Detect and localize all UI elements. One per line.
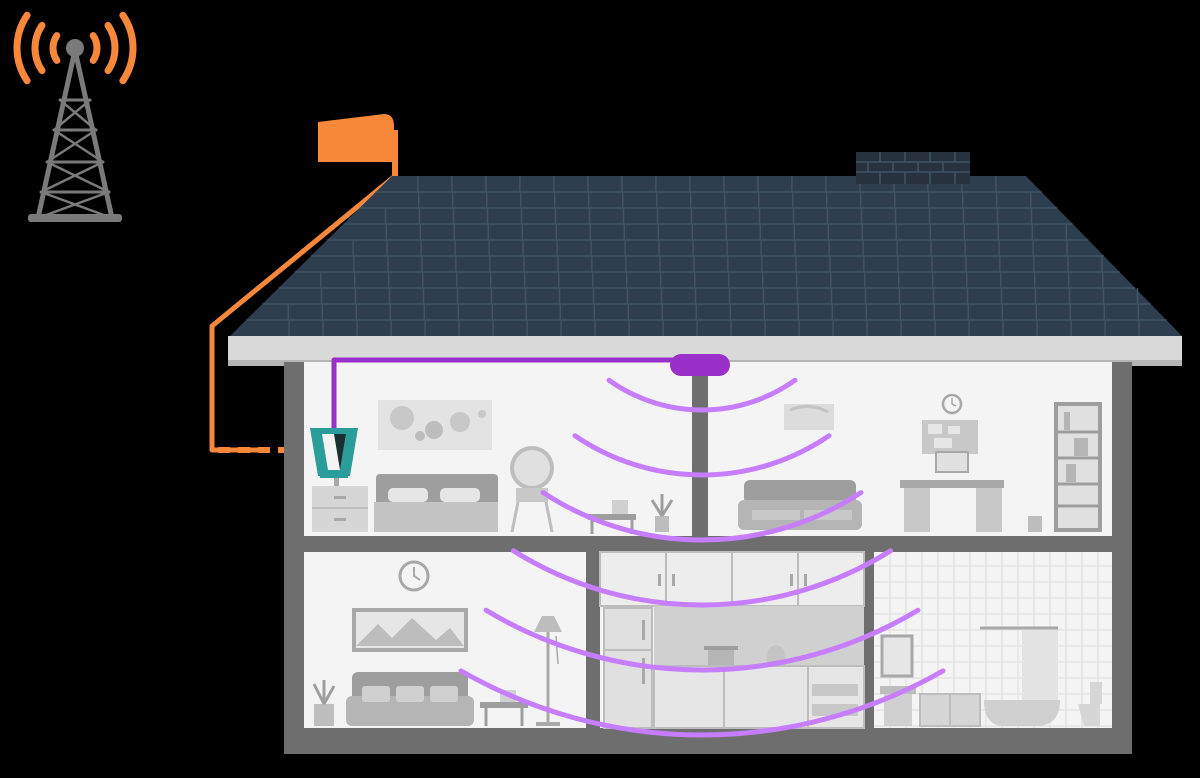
indoor-cable <box>331 357 690 430</box>
cell-tower-icon <box>13 11 137 222</box>
tower-wave-left <box>31 21 46 75</box>
couch <box>346 672 474 726</box>
support-pole <box>696 372 708 536</box>
wall-clock-living <box>398 560 430 592</box>
roof-tiles <box>246 176 1167 336</box>
tower-wave-left <box>13 11 31 85</box>
tower-structure <box>35 47 115 221</box>
waste-bin <box>1028 516 1042 532</box>
sink <box>880 686 916 694</box>
tower-signal-waves <box>13 11 137 85</box>
outdoor-antenna-icon <box>318 114 398 176</box>
side-table <box>588 500 636 534</box>
landscape-painting <box>352 608 468 652</box>
tower-wave-right <box>89 32 101 64</box>
signal-wave-arc <box>540 490 864 543</box>
bookshelf <box>1054 402 1102 532</box>
bathroom-mirror <box>880 634 914 678</box>
indoor-dome-antenna-icon <box>670 354 730 376</box>
bed <box>374 502 498 532</box>
tower-wave-right <box>119 11 137 85</box>
backsplash <box>654 606 864 666</box>
wall-clock-office <box>941 393 963 415</box>
signal-wave-arc <box>483 607 921 673</box>
living-room-furniture <box>312 560 562 726</box>
outdoor-cable <box>209 174 397 453</box>
bathtub <box>984 700 1060 726</box>
indoor-signal-waves <box>458 377 946 738</box>
signal-wave-arc <box>510 548 894 608</box>
pot <box>708 648 734 666</box>
signal-booster-icon <box>310 428 358 478</box>
bedroom-furniture <box>312 400 674 534</box>
tower-top <box>66 39 84 57</box>
tower-wave-right <box>104 21 119 75</box>
toilet <box>1078 704 1100 726</box>
flag-picture <box>784 404 834 430</box>
plant <box>650 494 674 532</box>
vanity-mirror <box>510 446 554 533</box>
desk <box>900 480 1004 488</box>
monitor <box>935 451 969 473</box>
roof <box>228 176 1182 366</box>
signal-wave-arc <box>458 668 946 738</box>
shower-curtain <box>1022 630 1058 700</box>
bathroom-furniture <box>874 552 1112 728</box>
signal-wave-arc <box>572 433 832 478</box>
kitchen-furniture <box>599 551 865 729</box>
potted-plant <box>312 680 336 726</box>
tower-base <box>28 214 122 222</box>
chimney <box>856 152 970 184</box>
tower-wave-left <box>49 32 61 64</box>
signal-wave-arc <box>606 377 798 413</box>
